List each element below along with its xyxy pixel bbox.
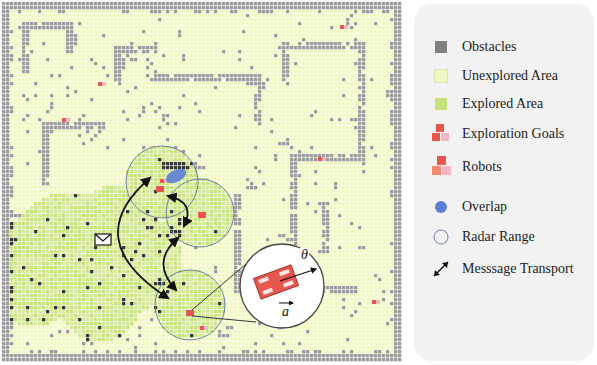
- figure: θaObstaclesUnexplored AreaExplored AreaE…: [0, 0, 597, 365]
